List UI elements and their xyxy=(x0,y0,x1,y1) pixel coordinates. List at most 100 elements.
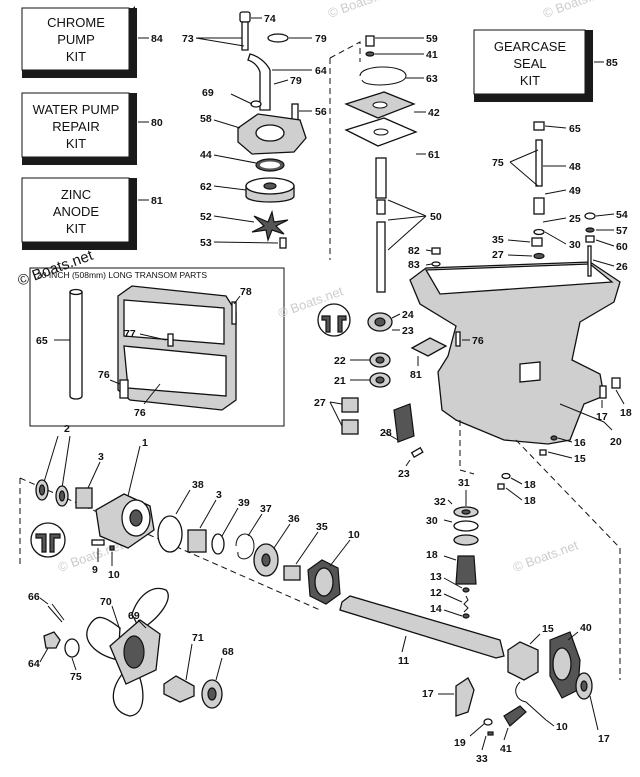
part-number-label: 41 xyxy=(426,49,438,61)
part-number-label: 66 xyxy=(28,591,40,603)
part-number-label: 37 xyxy=(260,503,272,515)
part-number-label: 35 xyxy=(316,521,328,533)
part-number-label: 27 xyxy=(492,249,504,261)
part-number-label: 44 xyxy=(200,149,212,161)
part-number-label: 3 xyxy=(98,451,104,463)
part-number-label: 27 xyxy=(314,397,326,409)
part-number-label: 76 xyxy=(134,407,146,419)
part-number-label: 19 xyxy=(454,737,466,749)
part-number-label: 13 xyxy=(430,571,442,583)
part-number-label: 62 xyxy=(200,181,212,193)
part-number-label: 35 xyxy=(492,234,504,246)
part-number-label: 18 xyxy=(620,407,632,419)
part-number-label: 15 xyxy=(542,623,554,635)
part-number-label: 50 xyxy=(430,211,442,223)
kit-box-water-pump-repair: WATER PUMP REPAIR KIT 80 xyxy=(21,92,163,165)
kit-label-line: SEAL xyxy=(513,56,546,71)
part-number-label: 32 xyxy=(434,496,446,508)
part-number-label: 18 xyxy=(524,479,536,491)
part-number-label: 60 xyxy=(616,241,628,253)
part-number-label: 23 xyxy=(402,325,414,337)
part-number-label: 40 xyxy=(580,622,592,634)
part-number-label: 78 xyxy=(240,286,252,298)
part-number-label: 76 xyxy=(472,335,484,347)
part-number-label: 65 xyxy=(569,123,581,135)
watermark: © Boats.net xyxy=(511,537,581,575)
kit-box-zinc-anode: ZINC ANODE KIT 81 xyxy=(21,177,163,250)
part-number-label: 18 xyxy=(426,549,438,561)
part-number-label: 69 xyxy=(128,610,140,622)
kit-label-line: KIT xyxy=(66,136,86,151)
part-number-label: 57 xyxy=(616,225,628,237)
part-number-label: 64 xyxy=(315,65,327,77)
part-number-label: 75 xyxy=(492,157,504,169)
kit-box-chrome-pump: CHROME PUMP KIT 84 xyxy=(21,6,163,78)
part-number-label: 75 xyxy=(70,671,82,683)
part-number-label: 22 xyxy=(334,355,346,367)
kit-number: 80 xyxy=(151,117,163,129)
part-number-label: 18 xyxy=(524,495,536,507)
part-number-label: 58 xyxy=(200,113,212,125)
part-number-label: 74 xyxy=(264,13,276,25)
part-number-label: 3 xyxy=(216,489,222,501)
part-number-label: 79 xyxy=(290,75,302,87)
part-number-label: 33 xyxy=(476,753,488,765)
driveshaft-stack: 59 41 63 42 61 50 xyxy=(344,33,442,293)
part-number-label: 68 xyxy=(222,646,234,658)
part-number-label: 14 xyxy=(430,603,442,615)
part-number-label: 25 xyxy=(569,213,581,225)
kit-number: 85 xyxy=(606,57,618,69)
part-number-label: 61 xyxy=(428,149,440,161)
part-number-label: 49 xyxy=(569,185,581,197)
kit-label-line: WATER PUMP xyxy=(33,102,120,117)
kit-label-line: CHROME xyxy=(47,15,105,30)
part-number-label: 20 xyxy=(610,436,622,448)
part-number-label: 59 xyxy=(426,33,438,45)
part-number-label: 10 xyxy=(108,569,120,581)
kit-box-gearcase-seal: GEARCASE SEAL KIT 85 xyxy=(473,29,618,102)
part-number-label: 11 xyxy=(398,655,409,667)
kit-label-line: ANODE xyxy=(53,204,100,219)
shift-rod-parts: 65 48 75 49 30 25 35 27 54 57 60 26 xyxy=(492,121,628,277)
part-number-label: 65 xyxy=(36,335,48,347)
part-number-label: 24 xyxy=(402,309,414,321)
part-number-label: 38 xyxy=(192,479,204,491)
part-number-label: 39 xyxy=(238,497,250,509)
kit-label-line: PUMP xyxy=(57,32,95,47)
part-number-label: 17 xyxy=(598,733,610,745)
part-number-label: 56 xyxy=(315,106,327,118)
part-number-label: 30 xyxy=(569,239,581,251)
part-number-label: 63 xyxy=(426,73,438,85)
watermark: © Boats.net xyxy=(541,0,611,21)
long-transom-inset: 20 INCH (508mm) LONG TRANSOM PARTS 65 76… xyxy=(29,267,285,427)
part-number-label: 82 xyxy=(408,245,420,257)
part-number-label: 83 xyxy=(408,259,420,271)
part-number-label: 81 xyxy=(410,369,422,381)
kit-label-line: KIT xyxy=(66,49,86,64)
part-number-label: 1 xyxy=(142,437,148,449)
kit-label-line: ZINC xyxy=(61,187,91,202)
part-number-label: 28 xyxy=(380,427,392,439)
watermark: © Boats.net xyxy=(326,0,396,21)
part-number-label: 16 xyxy=(574,437,586,449)
part-number-label: 71 xyxy=(192,632,204,644)
kit-number: 81 xyxy=(151,195,163,207)
part-number-label: 70 xyxy=(100,596,112,608)
part-number-label: 64 xyxy=(28,658,40,670)
forward-gear-assembly: 15 40 17 10 41 19 33 17 xyxy=(422,622,610,765)
pinion-stack: 32 30 31 18 13 12 14 xyxy=(426,477,479,619)
part-number-label: 23 xyxy=(398,468,410,480)
part-number-label: 21 xyxy=(334,375,346,387)
gearcase: 20 xyxy=(409,261,622,475)
part-number-label: 77 xyxy=(124,328,136,340)
seal-stack: 24 23 22 21 27 81 76 28 23 xyxy=(314,303,484,480)
part-number-label: 53 xyxy=(200,237,212,249)
part-number-label: 73 xyxy=(182,33,194,45)
part-number-label: 10 xyxy=(348,529,360,541)
part-number-label: 79 xyxy=(315,33,327,45)
part-number-label: 15 xyxy=(574,453,586,465)
part-number-label: 26 xyxy=(616,261,628,273)
part-number-label: 12 xyxy=(430,587,442,599)
part-number-label: 30 xyxy=(426,515,438,527)
